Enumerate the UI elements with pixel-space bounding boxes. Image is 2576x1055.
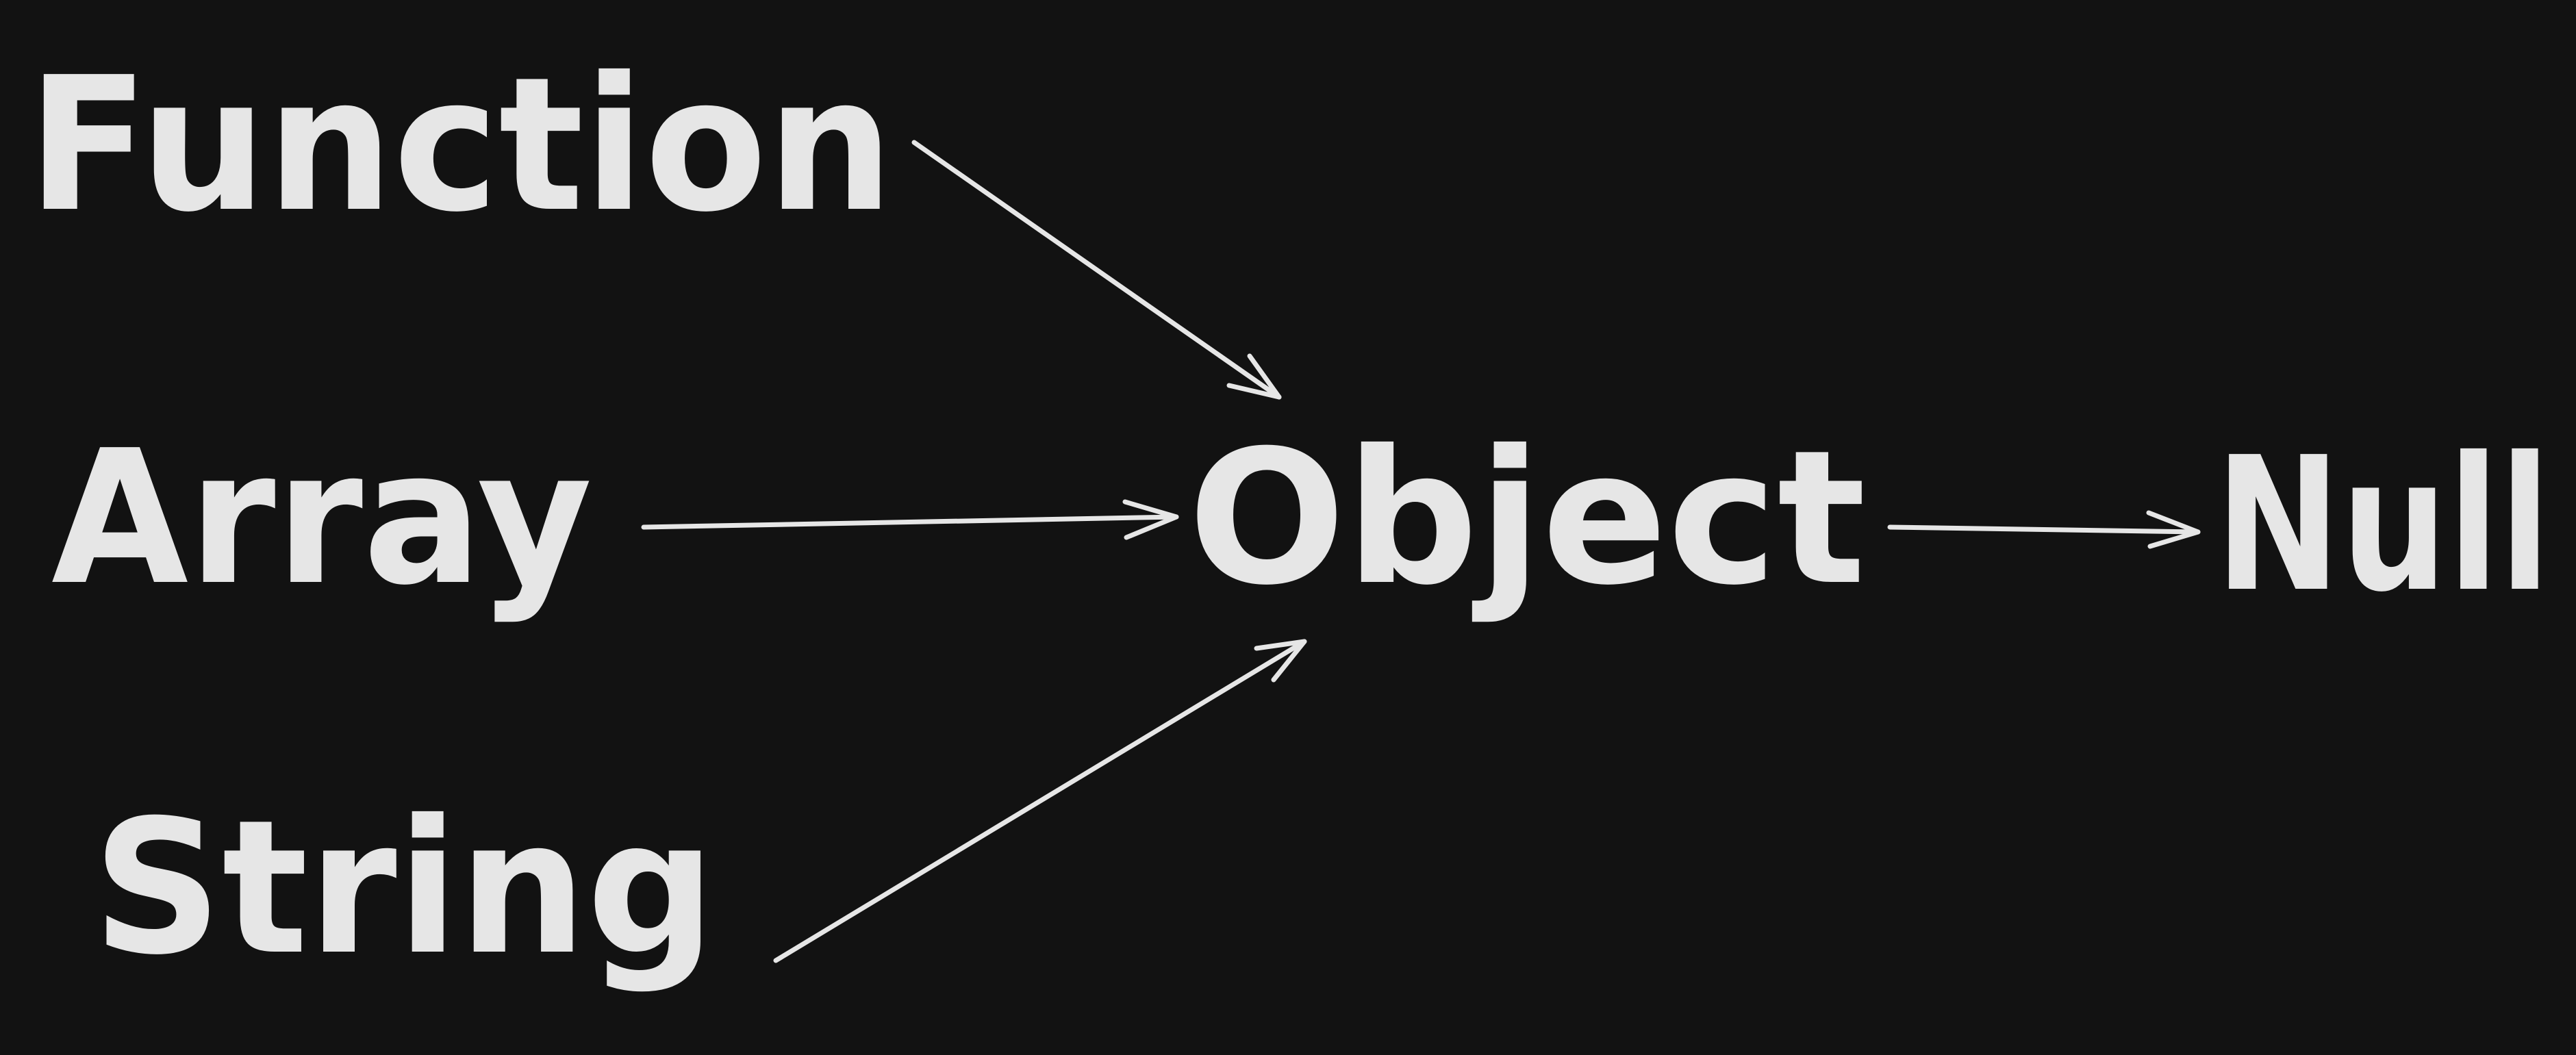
edge-function-to-object xyxy=(911,140,1282,400)
node-array: Array xyxy=(51,410,592,626)
edge-line xyxy=(641,514,1179,530)
node-object: Object xyxy=(1188,410,1866,626)
edge-object-to-null xyxy=(1887,510,2201,549)
edge-line xyxy=(911,140,1282,400)
edge-string-to-object xyxy=(773,639,1307,963)
node-null: Null xyxy=(2215,417,2551,633)
arrowhead-icon xyxy=(1254,639,1307,683)
edge-array-to-object xyxy=(641,499,1179,540)
arrowhead-icon xyxy=(1226,353,1282,400)
edge-line xyxy=(1887,524,2201,535)
arrowhead-icon xyxy=(1122,499,1179,540)
node-string: String xyxy=(92,780,716,995)
arrowhead-icon xyxy=(2146,510,2201,549)
edge-line xyxy=(773,639,1307,963)
node-function: Function xyxy=(27,37,894,253)
